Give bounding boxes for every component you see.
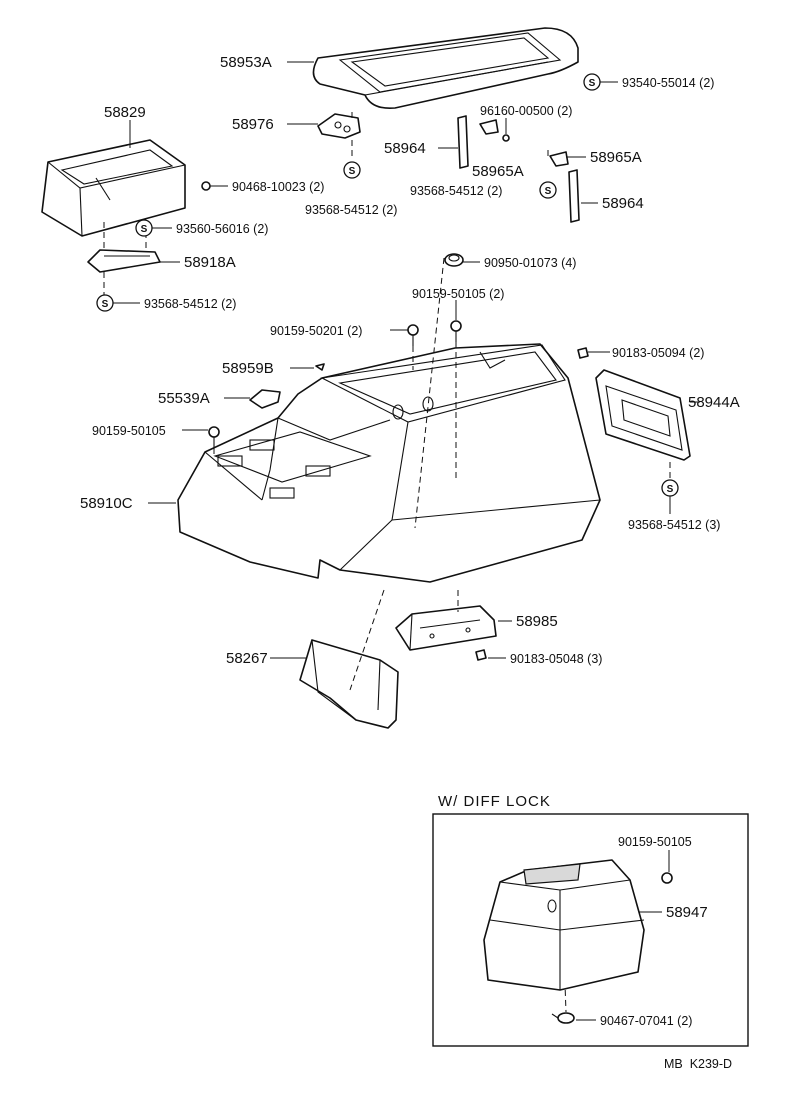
label-93568-54512-hinge: 93568-54512 (2)	[305, 203, 397, 217]
svg-text:S: S	[589, 78, 596, 89]
side-panel-58944A	[595, 369, 691, 461]
clip-90467-07041	[551, 1012, 575, 1024]
shift-cover-58947	[483, 859, 645, 991]
svg-text:S: S	[102, 299, 109, 310]
label-93540-55014: 93540-55014 (2)	[622, 76, 714, 90]
svg-text:S: S	[667, 484, 674, 495]
label-90183-05048: 90183-05048 (3)	[510, 652, 602, 666]
label-90159-50105-inset: 90159-50105	[618, 835, 692, 849]
label-58964-right: 58964	[602, 195, 644, 212]
label-58959B: 58959B	[222, 360, 274, 377]
bolt-90159-50105-inset	[661, 872, 673, 884]
s-symbol-93568-54512-bracket: S	[96, 294, 114, 312]
label-90950-01073: 90950-01073 (4)	[484, 256, 576, 270]
bracket-58985	[395, 605, 497, 651]
nut-90468-10023	[201, 181, 211, 191]
label-90159-50105-top: 90159-50105 (2)	[412, 287, 504, 301]
bolt-90159-50201	[407, 324, 419, 346]
label-93560-56016: 93560-56016 (2)	[176, 222, 268, 236]
storage-box-58829	[41, 139, 186, 237]
svg-text:S: S	[141, 224, 148, 235]
nut-90183-05094	[577, 347, 589, 359]
label-58267: 58267	[226, 650, 268, 667]
label-90159-50201: 90159-50201 (2)	[270, 324, 362, 338]
label-58829: 58829	[104, 104, 146, 121]
clip-58965A-right	[549, 151, 569, 167]
label-58953A: 58953A	[220, 54, 272, 71]
part-labels: 58953A 93540-55014 (2) 58829 58976 96160…	[80, 54, 740, 1071]
cover-55539A	[249, 389, 281, 409]
console-body-58910C	[177, 343, 601, 583]
screw-96160-00500	[502, 134, 510, 142]
strap-58964-right	[568, 169, 580, 223]
label-90468-10023: 90468-10023 (2)	[232, 180, 324, 194]
s-symbol-93568-54512-panel: S	[661, 479, 679, 497]
label-58964-left: 58964	[384, 140, 426, 157]
s-symbol-93540-55014: S	[583, 73, 601, 91]
bracket-58918A	[87, 249, 161, 273]
label-58918A: 58918A	[184, 254, 236, 271]
leader-lines	[113, 61, 700, 1021]
nut-90183-05048	[475, 649, 487, 661]
label-90467-07041: 90467-07041 (2)	[600, 1014, 692, 1028]
svg-text:S: S	[349, 166, 356, 177]
footer-code: MB K239-D	[664, 1057, 732, 1071]
label-58944A: 58944A	[688, 394, 740, 411]
label-96160-00500: 96160-00500 (2)	[480, 104, 572, 118]
console-lid-58953A	[312, 27, 579, 110]
clip-58965A-left	[479, 119, 499, 135]
inset-title: W/ DIFF LOCK	[438, 793, 551, 810]
label-90159-50105-left: 90159-50105	[92, 424, 166, 438]
hinge-58976	[317, 113, 361, 139]
label-58965A-left: 58965A	[472, 163, 524, 180]
label-90183-05094: 90183-05094 (2)	[612, 346, 704, 360]
bolt-90159-50105-top	[450, 320, 462, 342]
label-58965A-right: 58965A	[590, 149, 642, 166]
label-93568-54512-panel: 93568-54512 (3)	[628, 518, 720, 532]
s-symbol-93568-54512-hinge: S	[343, 161, 361, 179]
strap-58964-left	[457, 115, 469, 169]
grommet-90950-01073	[444, 253, 464, 267]
label-58947: 58947	[666, 904, 708, 921]
plug-58959B	[315, 363, 325, 371]
label-58985: 58985	[516, 613, 558, 630]
label-58976: 58976	[232, 116, 274, 133]
label-58910C: 58910C	[80, 495, 133, 512]
bolt-90159-50105-left	[208, 426, 220, 448]
s-symbol-93568-54512-strap: S	[539, 181, 557, 199]
inset-frame	[432, 813, 749, 1047]
bracket-58267	[299, 639, 399, 729]
svg-text:S: S	[545, 186, 552, 197]
s-symbol-93560-56016: S	[135, 219, 153, 237]
label-93568-54512-strap: 93568-54512 (2)	[410, 184, 502, 198]
label-55539A: 55539A	[158, 390, 210, 407]
label-93568-54512-bracket: 93568-54512 (2)	[144, 297, 236, 311]
